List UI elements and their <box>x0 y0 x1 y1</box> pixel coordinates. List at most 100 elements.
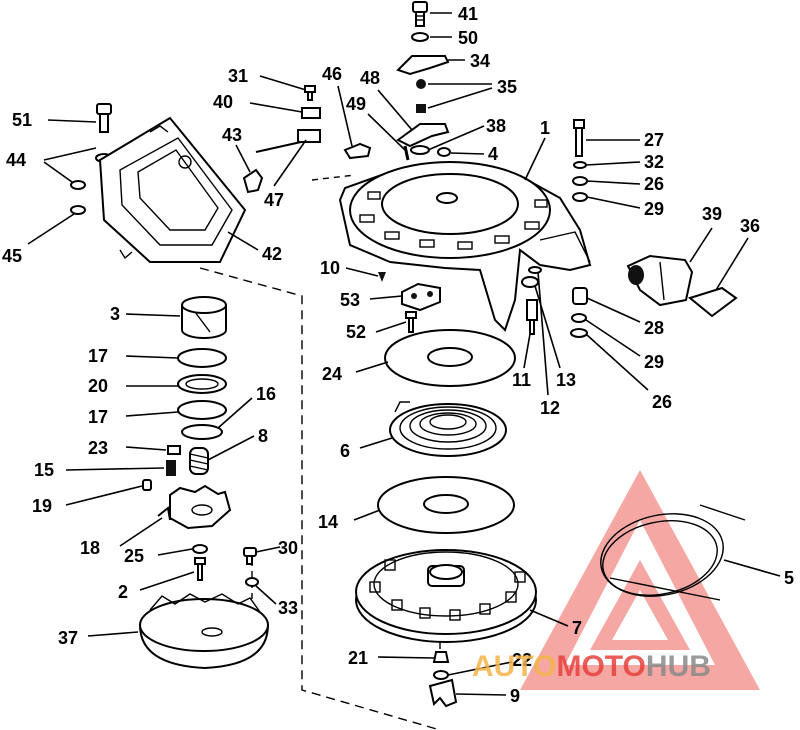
part-30-screw <box>243 547 257 565</box>
leader-47 <box>273 139 307 187</box>
part-17-ring-bottom <box>177 400 227 420</box>
callout-35: 35 <box>497 77 517 97</box>
leader-11 <box>523 333 531 369</box>
part-28-bushing <box>572 287 588 305</box>
callout-37: 37 <box>58 628 78 648</box>
callout-9: 9 <box>510 686 520 706</box>
watermark-triangle <box>520 470 760 690</box>
watermark-text-moto: MOTO <box>556 650 645 683</box>
dashed-line-left <box>199 267 441 730</box>
part-23-block <box>167 445 181 455</box>
part-42-cover <box>98 116 247 263</box>
callout-48: 48 <box>360 68 380 88</box>
part-38-washer <box>410 145 430 155</box>
callout-numbers: 41 50 34 35 48 46 31 40 49 43 47 51 44 4… <box>2 4 794 706</box>
part-5-rope <box>600 504 746 601</box>
callout-40: 40 <box>213 92 233 112</box>
leader-31 <box>259 75 307 91</box>
callout-17-bottom: 17 <box>88 407 108 427</box>
leader-5 <box>723 559 781 577</box>
leader-53 <box>369 295 403 300</box>
part-25-washer <box>192 544 208 554</box>
callout-17-top: 17 <box>88 346 108 366</box>
leader-13 <box>534 285 561 369</box>
callout-46: 46 <box>322 64 342 84</box>
part-26-washer-top <box>572 176 588 186</box>
part-48-lever <box>396 123 450 148</box>
callout-44: 44 <box>6 150 26 170</box>
part-17-ring-top <box>177 348 227 368</box>
callout-28: 28 <box>644 318 664 338</box>
leader-12 <box>537 271 549 396</box>
dashed-line-hose <box>311 174 356 181</box>
part-13-bushing <box>521 276 539 288</box>
callout-5: 5 <box>784 568 794 588</box>
callout-7: 7 <box>572 618 582 638</box>
leader-38 <box>427 125 485 151</box>
part-18-pawl-plate <box>157 484 232 530</box>
leader-23 <box>125 446 167 451</box>
callout-12: 12 <box>540 398 560 418</box>
callout-50: 50 <box>458 28 478 48</box>
leader-49 <box>367 113 406 151</box>
callout-26-top: 26 <box>644 174 664 194</box>
leader-18 <box>119 517 163 547</box>
part-37-cup <box>139 593 269 670</box>
part-6-rewind-spring <box>389 401 507 457</box>
part-19-pin <box>142 479 152 491</box>
watermark <box>520 470 760 690</box>
part-12-bushing <box>528 266 542 274</box>
callout-26-bottom: 26 <box>652 392 672 412</box>
callout-39: 39 <box>702 204 722 224</box>
leader-17a <box>125 355 179 359</box>
part-33-nut <box>245 577 259 587</box>
part-50-washer <box>411 32 429 42</box>
part-16-ring <box>181 424 223 440</box>
part-34-cam <box>396 55 450 76</box>
callout-3: 3 <box>110 304 120 324</box>
part-1-starter-housing <box>338 161 592 332</box>
callout-11: 11 <box>512 370 531 390</box>
callout-10: 10 <box>320 258 340 278</box>
leader-43 <box>235 144 251 173</box>
callout-6: 6 <box>340 441 350 461</box>
part-2-screw <box>194 557 206 581</box>
pulley-teeth <box>369 559 526 621</box>
watermark-text-hub: HUB <box>646 650 711 683</box>
leader-17b <box>125 411 179 417</box>
leader-42 <box>227 231 259 251</box>
callout-22: 22 <box>512 650 532 670</box>
callout-30: 30 <box>278 538 298 558</box>
leader-21 <box>377 656 435 659</box>
leader-44a <box>43 147 97 161</box>
part-40-clip <box>301 107 321 119</box>
leader-7 <box>529 609 569 627</box>
leader-14 <box>353 509 381 521</box>
part-27-bolt <box>573 119 585 157</box>
leader-3 <box>125 313 181 317</box>
callout-25: 25 <box>124 546 144 566</box>
leader-2 <box>139 571 195 591</box>
housing-slots <box>359 191 548 250</box>
callout-18: 18 <box>80 538 100 558</box>
leader-51 <box>47 119 97 123</box>
callout-32: 32 <box>644 152 664 172</box>
leader-33 <box>255 585 277 605</box>
leader-35b <box>427 87 493 109</box>
leader-45 <box>27 213 75 245</box>
callout-36: 36 <box>740 216 760 236</box>
part-21-nut <box>432 651 450 663</box>
part-7-pulley <box>355 549 537 643</box>
callout-52: 52 <box>346 322 366 342</box>
leader-16 <box>217 397 253 429</box>
callout-1: 1 <box>540 118 550 138</box>
leader-29b <box>585 319 641 357</box>
part-24-plate <box>384 329 516 387</box>
part-8-spring <box>189 447 209 475</box>
callout-20: 20 <box>88 376 108 396</box>
part-31-screw <box>304 85 316 101</box>
leader-39 <box>689 227 713 263</box>
watermark-inner-triangle <box>590 560 690 650</box>
part-29-bushing-top <box>572 192 588 202</box>
